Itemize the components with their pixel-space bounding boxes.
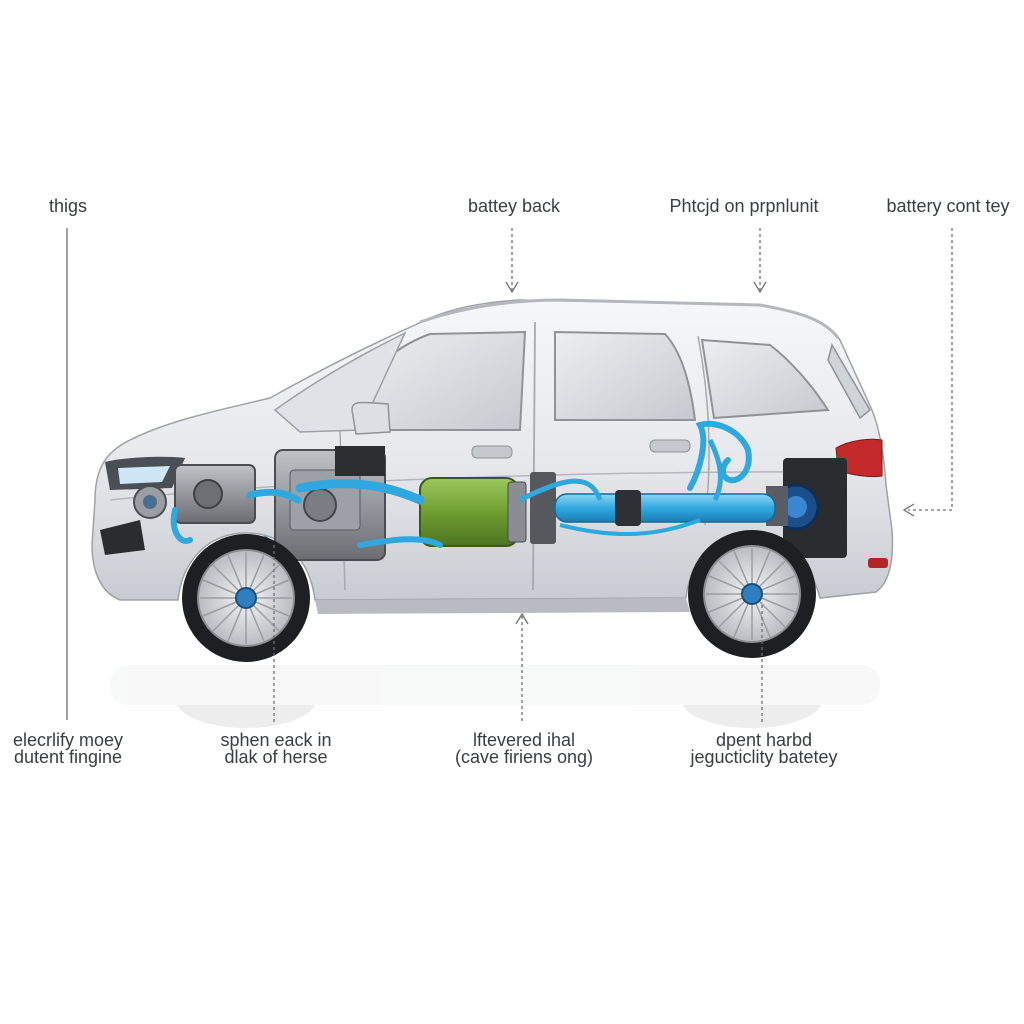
leader-top-right [908, 228, 953, 511]
label-bottom-4-line2: jegucticlity batetey [689, 747, 837, 767]
label-top-right: battery cont tey [886, 196, 1009, 216]
arrow-top-right-center [753, 281, 767, 294]
arrow-bottom-3 [515, 612, 529, 625]
rear-motor-core [785, 496, 807, 518]
coolant-pipes [170, 420, 776, 598]
rear-wheel [688, 530, 816, 658]
front-lights [100, 456, 185, 555]
label-bottom-2-line1: sphen eack in [220, 730, 331, 750]
leader-lines [66, 228, 953, 722]
arrow-top-right [902, 503, 915, 517]
arrow-top-center [505, 281, 519, 294]
side-mirror [351, 401, 391, 435]
label-top-center: battey back [468, 196, 561, 216]
car-windows [273, 330, 871, 433]
green-battery-unit [419, 472, 556, 547]
label-bottom-3-line2: (cave firiens ong) [455, 747, 593, 767]
front-wheel [182, 534, 310, 662]
floor-reflection [110, 665, 880, 728]
label-bottom-4-line1: dpent harbd [716, 730, 812, 750]
callout-labels: thigs battey back Phtcjd on prpnlunit ba… [13, 196, 1010, 767]
rear-reflector [868, 558, 888, 568]
label-top-left: thigs [49, 196, 87, 216]
label-bottom-1-line2: dutent fingine [14, 747, 122, 767]
label-bottom-3-line1: lftevered ihal [473, 730, 575, 750]
label-top-right-center: Phtcjd on prpnlunit [669, 196, 818, 216]
label-bottom-2-line2: dlak of herse [224, 747, 327, 767]
label-bottom-1-line1: elecrlify moey [13, 730, 123, 750]
